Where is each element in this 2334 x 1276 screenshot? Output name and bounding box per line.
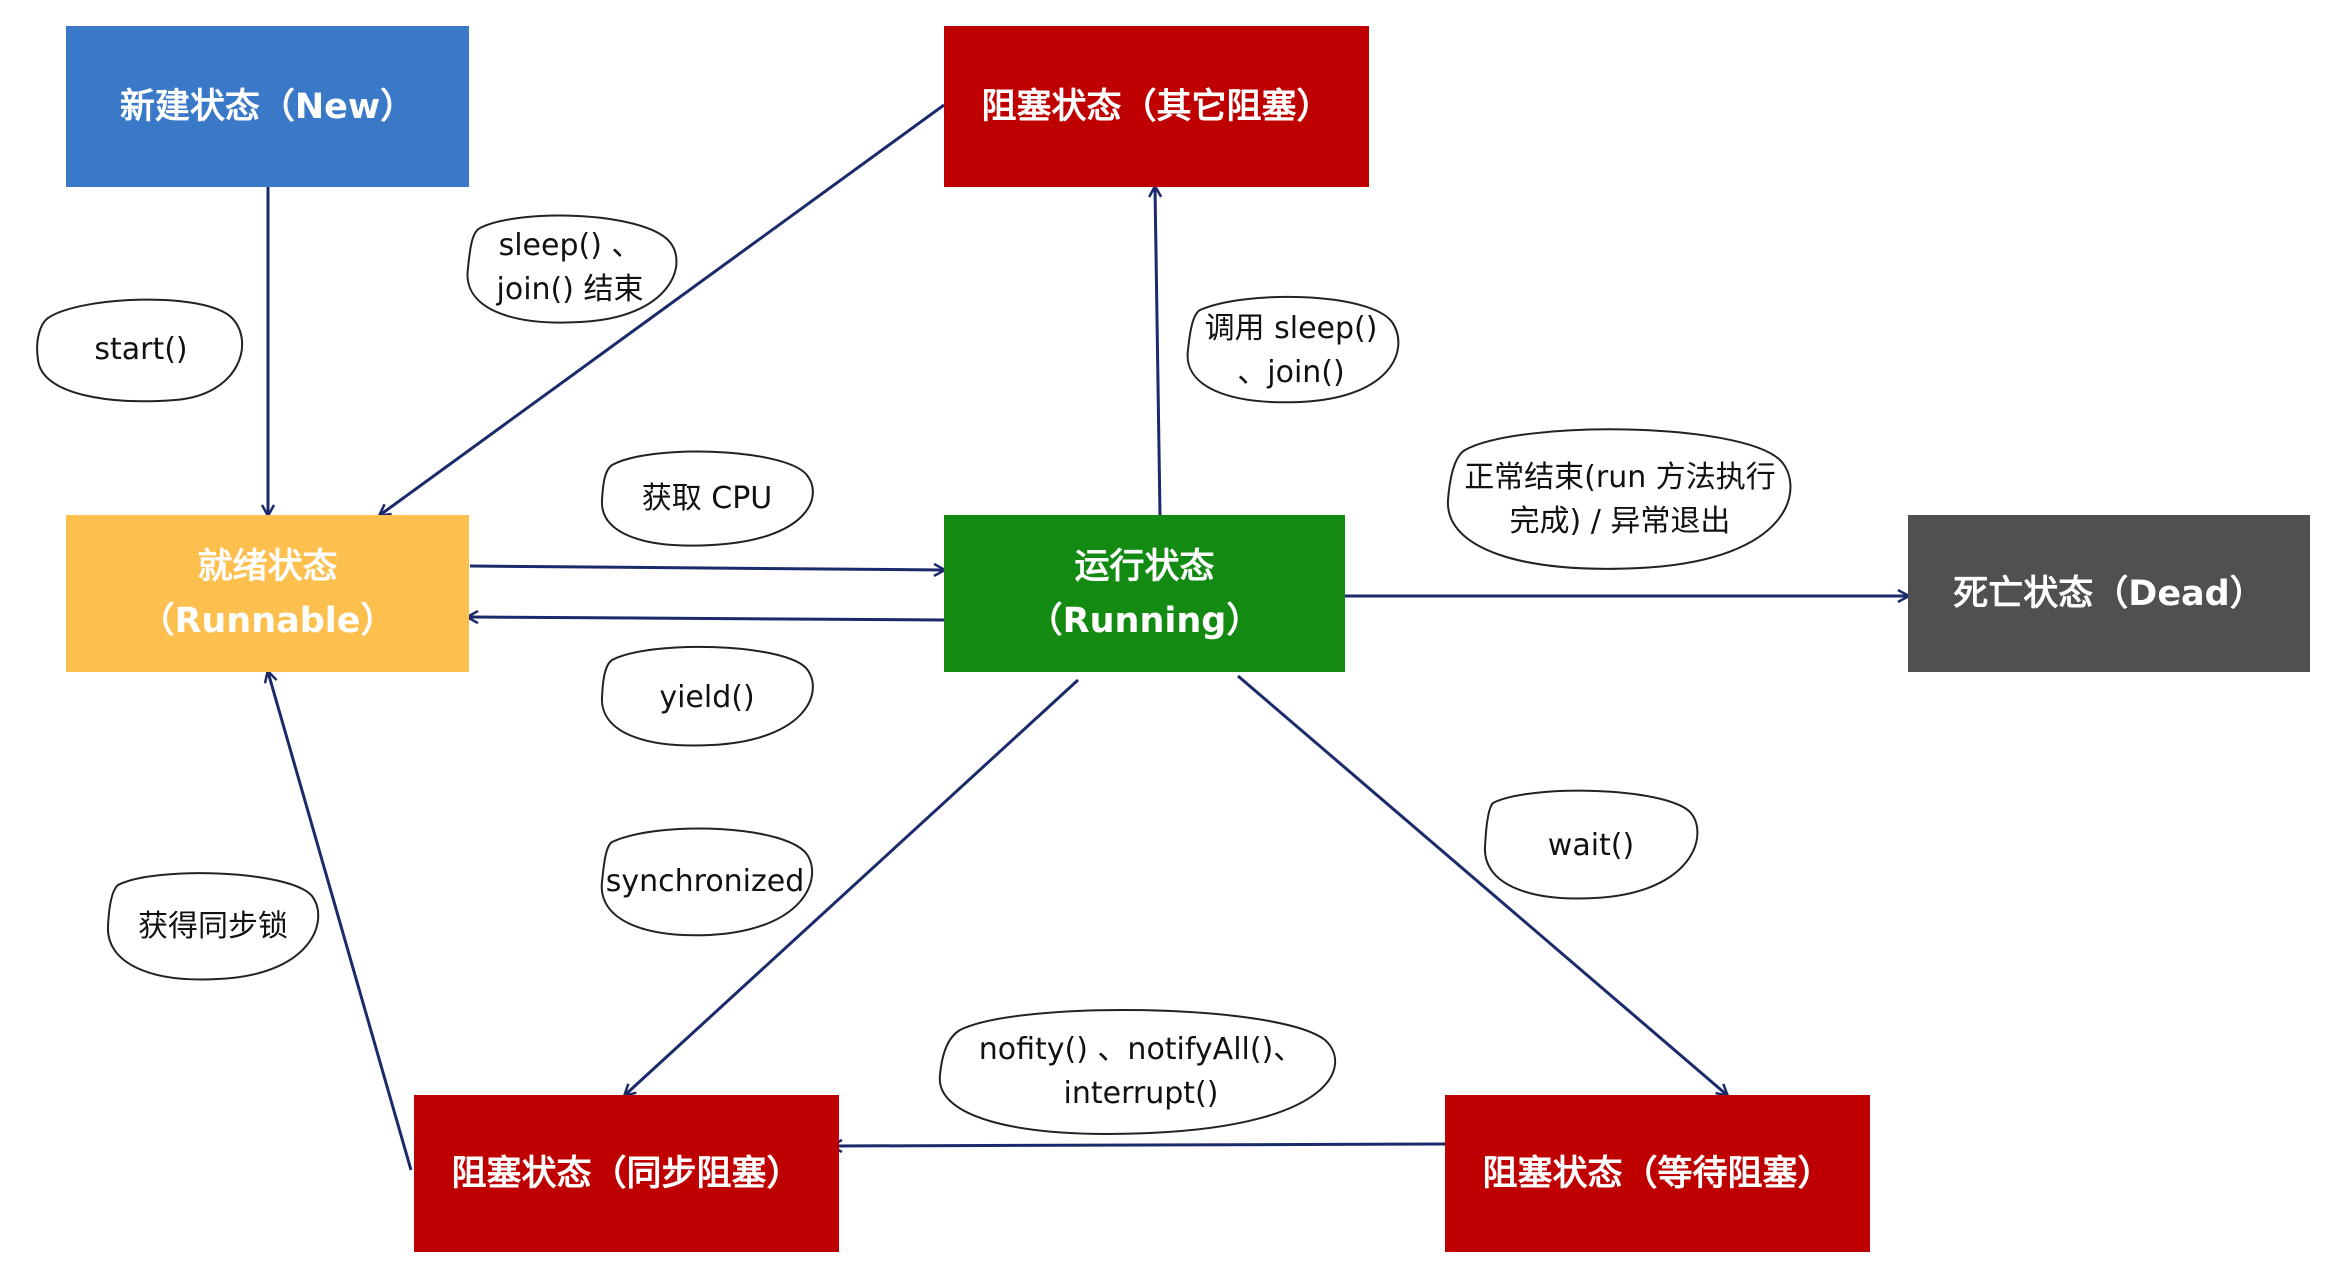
state-running-line1: 运行状态 <box>1074 546 1215 587</box>
state-blocked-other-label: 阻塞状态（其它阻塞） <box>981 86 1332 127</box>
arrow-running-to-blocked-sync <box>625 678 1080 1095</box>
state-blocked-other: 阻塞状态（其它阻塞） <box>944 26 1369 187</box>
label-call-sleep-join-line1: 调用 sleep() <box>1204 311 1378 346</box>
state-blocked-sync: 阻塞状态（同步阻塞） <box>414 1095 839 1252</box>
label-yield: yield() <box>600 650 814 746</box>
bubble-outline-call-sleep-join <box>1186 295 1400 404</box>
label-call-sleep-join: 调用 sleep() 、join() <box>1186 300 1396 402</box>
arrow-running-to-blocked-other <box>1155 187 1160 516</box>
label-call-sleep-join-line2: 、join() <box>1237 355 1345 390</box>
state-new-label: 新建状态（New） <box>119 86 416 127</box>
label-sleep-join-end-line2: join() 结束 <box>496 272 644 307</box>
label-notify: nofity() 、notifyAll()、 interrupt() <box>936 1010 1346 1134</box>
label-get-cpu-text: 获取 CPU <box>641 481 773 516</box>
bubble-outline-get-cpu <box>600 450 814 547</box>
bubble-outline-notify <box>938 1008 1337 1135</box>
arrow-blocked-wait-to-blocked-sync <box>832 1144 1446 1146</box>
state-new: 新建状态（New） <box>66 26 469 187</box>
state-blocked-wait: 阻塞状态（等待阻塞） <box>1445 1095 1870 1252</box>
bubble-outline-synchronized <box>600 827 814 937</box>
arrow-running-to-blocked-wait <box>1237 674 1727 1095</box>
arrow-runnable-to-running <box>469 566 944 570</box>
label-get-lock: 获得同步锁 <box>106 876 320 978</box>
arrow-running-to-runnable <box>468 617 945 620</box>
label-yield-text: yield() <box>659 680 755 715</box>
bubble-outline-normal-end <box>1446 428 1792 570</box>
label-start: start() <box>38 302 244 398</box>
label-notify-line1: nofity() 、notifyAll()、 <box>978 1032 1304 1067</box>
label-get-lock-text: 获得同步锁 <box>138 909 288 944</box>
label-notify-line2: interrupt() <box>1063 1076 1219 1111</box>
bubble-outline-sleep-join-end <box>466 214 678 324</box>
state-blocked-sync-label: 阻塞状态（同步阻塞） <box>451 1153 802 1194</box>
state-dead-label: 死亡状态（Dead） <box>1953 573 2265 614</box>
arrow-blocked-sync-to-runnable <box>268 672 413 1171</box>
label-normal-end-line2: 完成) / 异常退出 <box>1509 504 1731 539</box>
state-running-line2: （Running） <box>1027 600 1262 641</box>
arrow-blocked-other-to-runnable <box>380 103 945 515</box>
label-sleep-join-end-line1: sleep() 、 <box>498 228 642 263</box>
label-get-cpu: 获取 CPU <box>600 452 814 546</box>
state-blocked-wait-label: 阻塞状态（等待阻塞） <box>1482 1153 1833 1194</box>
label-normal-end-line1: 正常结束(run 方法执行 <box>1464 460 1776 495</box>
label-sleep-join-end: sleep() 、 join() 结束 <box>462 216 678 320</box>
label-start-text: start() <box>94 332 188 367</box>
bubble-outline-yield <box>600 645 814 747</box>
state-runnable-line1: 就绪状态 <box>197 546 338 587</box>
label-synchronized-text: synchronized <box>605 864 805 899</box>
bubble-outline-get-lock <box>106 872 320 981</box>
state-runnable-line2: （Runnable） <box>139 600 396 641</box>
bubble-outline-wait <box>1483 789 1699 900</box>
state-dead: 死亡状态（Dead） <box>1908 515 2310 672</box>
bubble-outline-start <box>36 298 244 403</box>
label-wait-text: wait() <box>1547 828 1635 863</box>
state-running: 运行状态 （Running） <box>944 515 1345 672</box>
label-normal-end: 正常结束(run 方法执行 完成) / 异常退出 <box>1440 430 1800 570</box>
state-runnable: 就绪状态 （Runnable） <box>66 515 469 672</box>
label-synchronized: synchronized <box>598 830 812 934</box>
label-wait: wait() <box>1484 796 1698 896</box>
